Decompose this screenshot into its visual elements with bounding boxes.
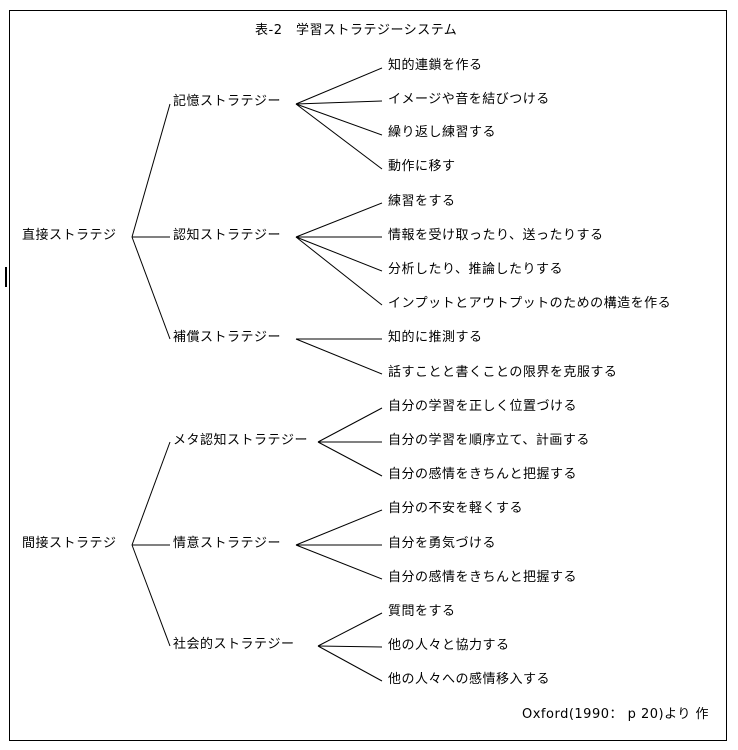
connector-line [295,236,383,272]
connector-line [295,103,383,170]
connector-line [131,236,171,340]
strategy-label-memory: 記憶ストラテジー [173,94,282,109]
strategy-label-affective: 情意ストラテジー [173,536,282,551]
connector-line [131,441,171,546]
leaf-item: 話すことと書くことの限界を克服する [388,365,618,380]
connector-line [295,544,383,580]
edge-mark [5,267,7,287]
connector-line [317,407,383,443]
leaf-item: 動作に移す [388,159,456,174]
leaf-item: 自分の学習を正しく位置づける [388,399,578,414]
leaf-item: 自分の感情をきちんと把握する [388,570,578,585]
leaf-item: 質問をする [388,604,456,619]
strategy-label-metacognitive: メタ認知ストラテジー [173,433,309,448]
root-label-direct: 直接ストラテジ [22,228,117,243]
connector-line [317,645,383,648]
connector-line [131,544,171,647]
leaf-item: 自分の不安を軽くする [388,501,524,516]
connector-line [295,236,383,306]
leaf-item: イメージや音を結びつける [388,92,550,107]
leaf-item: 他の人々と協力する [388,638,510,653]
connector-line [295,509,383,546]
diagram-frame [9,10,727,741]
leaf-item: 自分の学習を順序立て、計画する [388,433,590,448]
root-label-indirect: 間接ストラテジ [22,536,117,551]
connector-line [295,202,383,238]
strategy-label-cognitive: 認知ストラテジー [173,228,282,243]
connector-line [317,441,383,477]
diagram-title: 表-2 学習ストラテジーシステム [255,23,458,38]
leaf-item: 自分を勇気づける [388,536,497,551]
leaf-item: インプットとアウトプットのための構造を作る [388,296,672,311]
strategy-label-social: 社会的ストラテジー [173,637,295,652]
leaf-item: 分析したり、推論したりする [388,262,563,277]
connector-line [295,67,383,105]
leaf-item: 情報を受け取ったり、送ったりする [388,228,604,243]
connector-line [295,338,383,375]
connector-line [131,103,171,238]
leaf-item: 繰り返し練習する [388,125,497,140]
source-citation: Oxford(1990： p 20)より 作 [522,707,709,722]
leaf-item: 練習をする [388,194,456,209]
connector-line [295,103,383,136]
leaf-item: 自分の感情をきちんと把握する [388,467,578,482]
connector-line [295,100,383,105]
connector-line [317,612,383,647]
strategy-label-compensation: 補償ストラテジー [173,330,282,345]
leaf-item: 知的連鎖を作る [388,58,483,73]
connector-line [317,645,383,682]
leaf-item: 知的に推測する [388,330,483,345]
leaf-item: 他の人々への感情移入する [388,672,551,687]
